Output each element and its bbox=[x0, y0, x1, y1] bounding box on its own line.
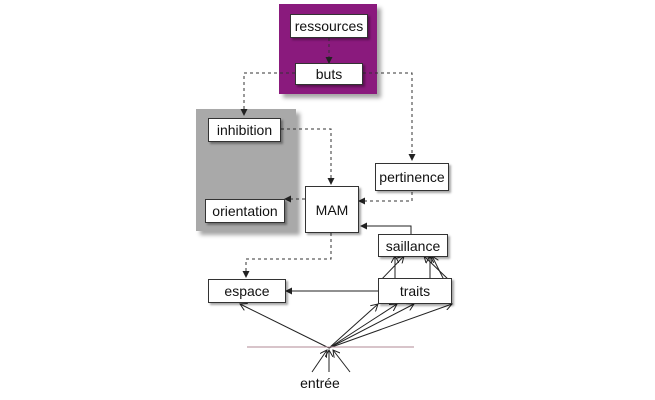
orientation-box: orientation bbox=[205, 199, 285, 223]
saillance-box: saillance bbox=[378, 234, 448, 257]
pertinence-box: pertinence bbox=[375, 163, 449, 191]
espace-box: espace bbox=[208, 279, 286, 303]
input-ray-traits-4 bbox=[328, 304, 452, 349]
mam-box: MAM bbox=[305, 186, 359, 233]
input-ray-traits-2 bbox=[328, 304, 397, 349]
input-ray-entree-left bbox=[311, 350, 327, 373]
solid-links bbox=[240, 222, 452, 373]
link-saillance-mam bbox=[360, 222, 412, 234]
link-traits-saillance-2 bbox=[378, 256, 404, 283]
link-buts-inhibition bbox=[240, 72, 295, 116]
link-traits-saillance-4 bbox=[432, 256, 445, 281]
dashed-links bbox=[240, 38, 416, 278]
link-mam-espace bbox=[242, 233, 332, 278]
buts-box: buts bbox=[295, 63, 363, 85]
input-ray-traits-1 bbox=[328, 304, 378, 349]
input-ray-traits-3 bbox=[328, 304, 414, 349]
entree-label: entrée bbox=[300, 375, 340, 391]
link-pertinence-mam bbox=[358, 192, 413, 205]
ressources-box: ressources bbox=[290, 14, 368, 38]
link-buts-pertinence bbox=[363, 72, 416, 161]
inhibition-box: inhibition bbox=[208, 118, 281, 142]
input-ray-espace bbox=[240, 304, 330, 349]
link-inhibition-mam bbox=[281, 128, 335, 185]
traits-box: traits bbox=[378, 278, 452, 304]
input-ray-entree-right bbox=[333, 350, 351, 373]
